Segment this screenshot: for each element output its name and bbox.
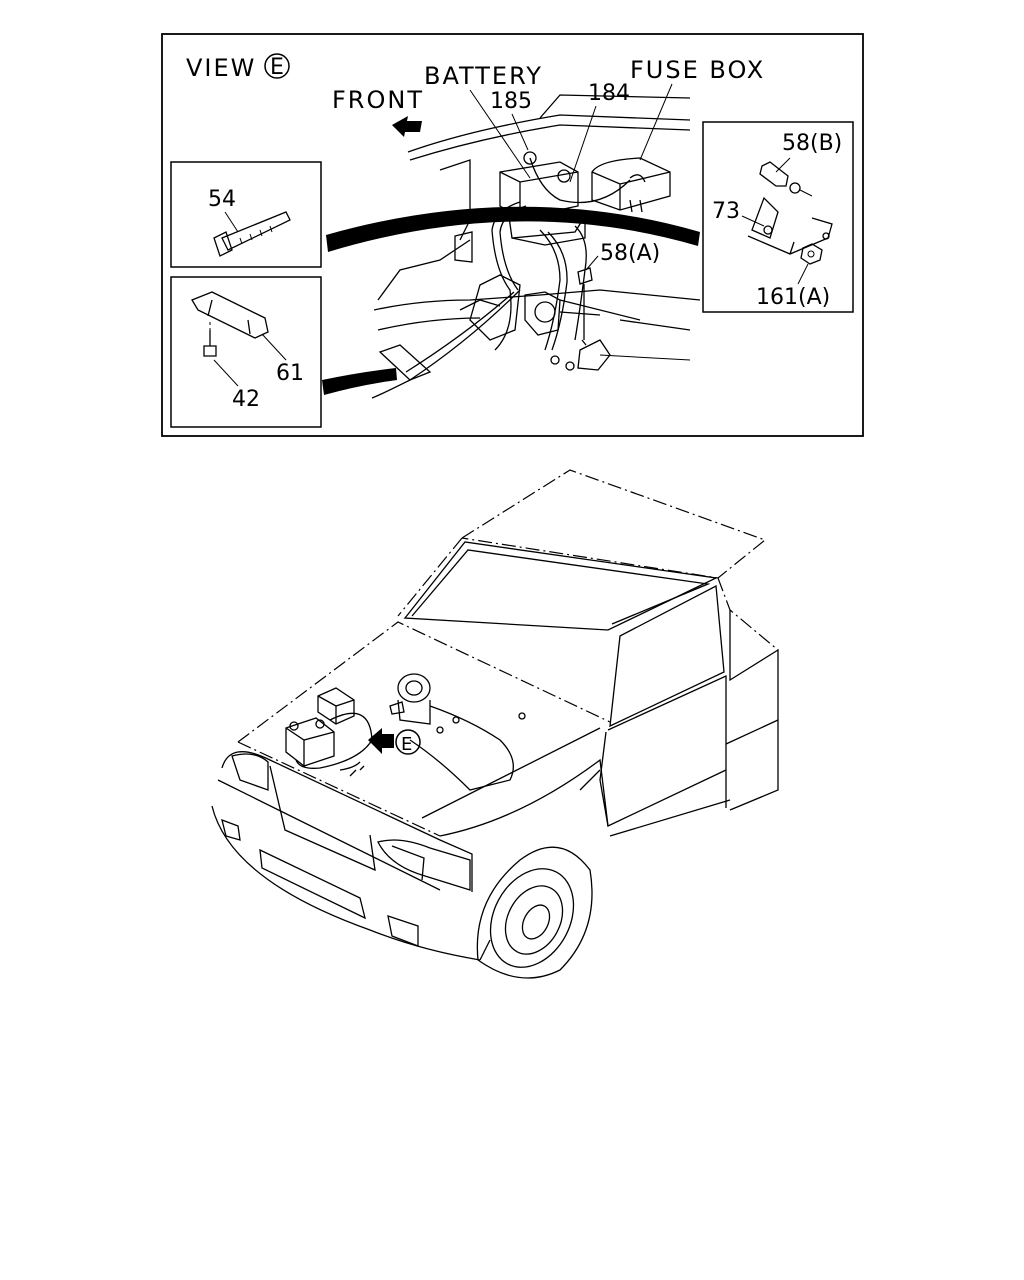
detail-view-border: [161, 33, 864, 437]
view-letter: E: [270, 55, 284, 80]
part-58b-leader: [775, 157, 791, 173]
part-161a-label: 161(A): [756, 285, 830, 310]
nut-161a: [800, 243, 823, 265]
fuse-box-leader: [639, 83, 673, 161]
part-58a-leader: [585, 255, 599, 271]
bolt-58b: [759, 161, 813, 197]
inset-bracket-border: [170, 276, 322, 428]
part-161a-leader: [797, 263, 809, 285]
inset-ground-bracket: 58(B) 73 161(A): [702, 121, 854, 313]
bolt-58a: [577, 267, 593, 346]
hood-outline: [237, 621, 611, 743]
terminal-73: [751, 196, 779, 239]
vehicle-harness: [295, 712, 373, 769]
headlight-right: [377, 839, 471, 891]
brake-booster: [389, 673, 526, 791]
inset-bracket: 61 42: [170, 276, 322, 428]
front-label: FRONT: [332, 86, 424, 114]
headlight-left: [231, 753, 269, 791]
front-arrow: [392, 116, 422, 137]
side-window: [609, 584, 725, 728]
terminal-clip: [550, 339, 611, 371]
inset-ground-border: [702, 121, 854, 313]
fog-light: [387, 915, 419, 947]
view-e-arrow: [368, 728, 394, 754]
fuse-box: [591, 157, 671, 213]
part-42-label: 42: [232, 387, 260, 412]
grille-outline: [221, 751, 473, 892]
cable-tie-strap: [221, 211, 291, 251]
view-title: VIEW: [186, 54, 256, 82]
windshield: [403, 541, 719, 631]
cab-roof: [461, 469, 767, 579]
part-73-leader: [741, 215, 765, 227]
part-58b-label: 58(B): [782, 131, 842, 156]
view-letter-circle: [264, 53, 290, 79]
part-54-leader: [224, 211, 239, 233]
part-42-leader: [213, 359, 239, 387]
part-73-label: 73: [712, 199, 740, 224]
part-184-leader: [569, 105, 597, 183]
battery: [499, 151, 586, 246]
part-184-label: 184: [588, 81, 630, 106]
battery-label: BATTERY: [424, 62, 543, 90]
mounting-bracket: [378, 274, 601, 381]
inset-cable-tie-border: [170, 161, 322, 268]
vehicle-battery: [285, 717, 335, 767]
view-e-marker-circle: [395, 729, 421, 755]
battery-leader: [469, 89, 531, 179]
fender-right: [439, 758, 609, 837]
detail-view-panel: VIEW E FRONT BATTERY FUSE BOX 185 184 58…: [161, 33, 864, 437]
door-line: [599, 731, 727, 827]
part-61-leader: [261, 333, 287, 361]
inset-cable-tie: 54: [170, 161, 322, 268]
vehicle-fuse-box: [317, 687, 355, 725]
part-58a-label: 58(A): [600, 241, 660, 266]
bolt-42: [203, 322, 217, 357]
part-61-label: 61: [276, 361, 304, 386]
bracket-61: [191, 291, 269, 339]
part-185-label: 185: [490, 89, 532, 114]
view-e-marker-letter: E: [401, 734, 412, 755]
engine-bay-outline: [373, 94, 701, 361]
part-54-label: 54: [208, 187, 236, 212]
vehicle-overview: E: [211, 469, 779, 979]
front-wheel: [476, 846, 593, 979]
fuse-box-label: FUSE BOX: [630, 56, 765, 84]
sweep-band-lower: [322, 368, 397, 395]
sweep-band-upper: [326, 206, 700, 252]
